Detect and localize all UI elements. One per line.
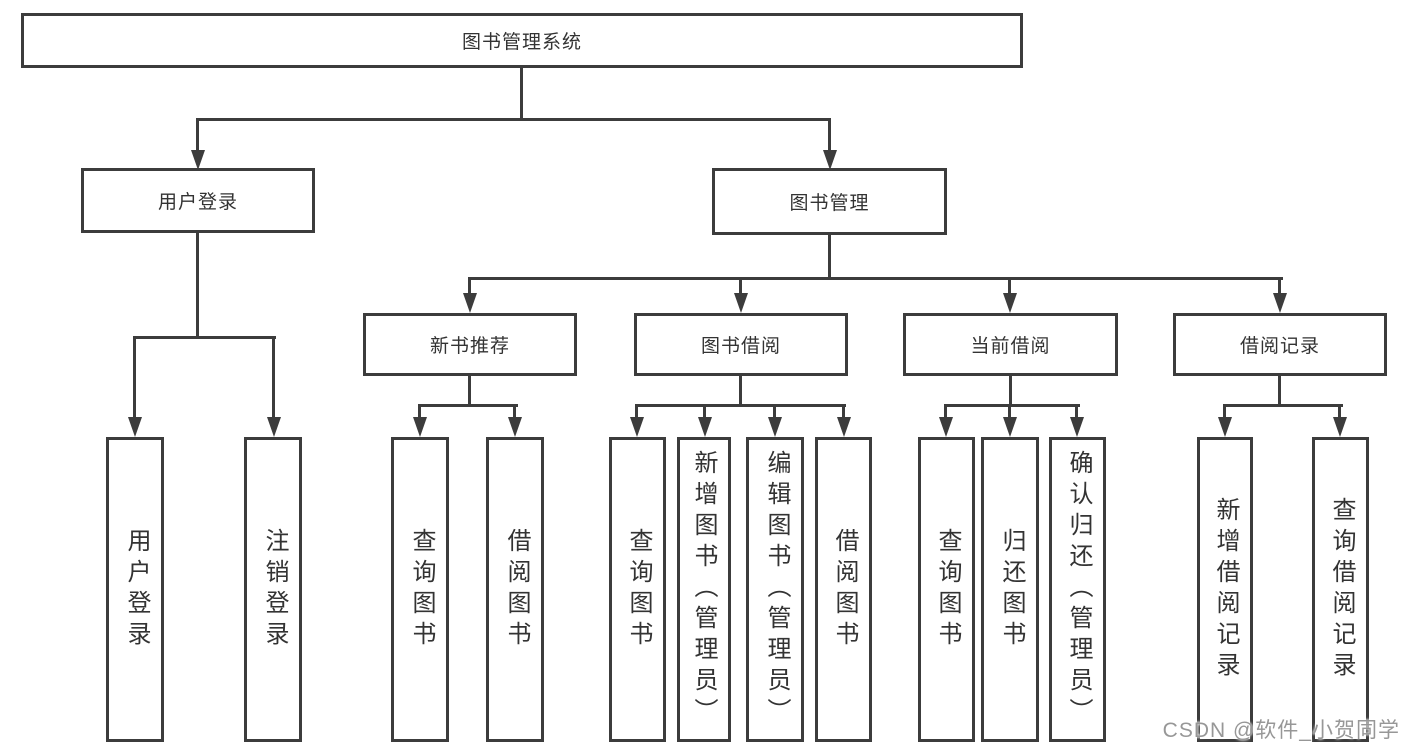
arrow-down-icon — [191, 150, 205, 170]
edge-drop — [1008, 404, 1011, 420]
leaf-borrow-book-recommend: 借阅图书 — [486, 437, 544, 742]
leaf-query-book-borrow: 查询图书 — [609, 437, 666, 742]
edge-drop-book-borrow — [739, 277, 742, 297]
edge-drop — [513, 404, 516, 420]
leaf-user-login: 用户登录 — [106, 437, 164, 742]
edge-user-login-stem — [196, 233, 199, 339]
leaf-edit-book-admin: 编辑图书（管理员） — [746, 437, 804, 742]
edge-new-book-stem — [468, 376, 471, 406]
arrow-down-icon — [508, 417, 522, 437]
node-current-borrow: 当前借阅 — [903, 313, 1118, 376]
node-user-login: 用户登录 — [81, 168, 315, 233]
arrow-down-icon — [630, 417, 644, 437]
arrow-down-icon — [1070, 417, 1084, 437]
arrow-down-icon — [1003, 293, 1017, 313]
edge-borrow-records-stem — [1278, 376, 1281, 406]
arrow-down-icon — [734, 293, 748, 313]
edge-book-mgmt-rail — [468, 277, 1283, 280]
leaf-logout: 注销登录 — [244, 437, 302, 742]
node-book-borrow: 图书借阅 — [634, 313, 848, 376]
edge-book-mgmt-stem — [828, 235, 831, 280]
edge-root-stem — [520, 68, 523, 121]
arrow-down-icon — [413, 417, 427, 437]
arrow-down-icon — [128, 417, 142, 437]
edge-drop — [703, 404, 706, 420]
csdn-watermark: CSDN @软件_小贺同学 — [1162, 719, 1400, 742]
edge-drop — [1223, 404, 1226, 420]
edge-drop-leaf-login — [133, 336, 136, 421]
edge-drop-user-login — [196, 118, 199, 152]
edge-borrow-records-rail — [1223, 404, 1343, 407]
edge-drop — [1338, 404, 1341, 420]
arrow-down-icon — [939, 417, 953, 437]
edge-drop — [418, 404, 421, 420]
arrow-down-icon — [267, 417, 281, 437]
leaf-query-borrow-record: 查询借阅记录 — [1312, 437, 1369, 742]
arrow-down-icon — [1218, 417, 1232, 437]
edge-current-borrow-rail — [944, 404, 1080, 407]
edge-drop — [842, 404, 845, 420]
edge-drop — [773, 404, 776, 420]
arrow-down-icon — [823, 150, 837, 170]
edge-drop-book-mgmt — [828, 118, 831, 152]
edge-drop-new-book — [468, 277, 471, 297]
edge-book-borrow-rail — [635, 404, 846, 407]
edge-new-book-rail — [418, 404, 518, 407]
node-borrow-records: 借阅记录 — [1173, 313, 1387, 376]
edge-book-borrow-stem — [739, 376, 742, 406]
edge-drop — [1075, 404, 1078, 420]
leaf-add-borrow-record: 新增借阅记录 — [1197, 437, 1253, 742]
arrow-down-icon — [1273, 293, 1287, 313]
arrow-down-icon — [1333, 417, 1347, 437]
leaf-confirm-return-admin: 确认归还（管理员） — [1049, 437, 1106, 742]
arrow-down-icon — [1003, 417, 1017, 437]
leaf-query-book-recommend: 查询图书 — [391, 437, 449, 742]
leaf-add-book-admin: 新增图书（管理员） — [677, 437, 731, 742]
node-new-book-recommend: 新书推荐 — [363, 313, 577, 376]
arrow-down-icon — [463, 293, 477, 313]
edge-current-borrow-stem — [1009, 376, 1012, 406]
arrow-down-icon — [768, 417, 782, 437]
leaf-return-book: 归还图书 — [981, 437, 1039, 742]
edge-drop-borrow-records — [1278, 277, 1281, 297]
node-book-management: 图书管理 — [712, 168, 947, 235]
leaf-query-book-current: 查询图书 — [918, 437, 975, 742]
edge-drop-leaf-logout — [272, 336, 275, 421]
edge-user-login-rail — [133, 336, 276, 339]
edge-drop — [635, 404, 638, 420]
node-root: 图书管理系统 — [21, 13, 1023, 68]
arrow-down-icon — [698, 417, 712, 437]
edge-root-rail — [196, 118, 831, 121]
leaf-borrow-book: 借阅图书 — [815, 437, 872, 742]
edge-drop-current-borrow — [1008, 277, 1011, 297]
arrow-down-icon — [837, 417, 851, 437]
edge-drop — [944, 404, 947, 420]
